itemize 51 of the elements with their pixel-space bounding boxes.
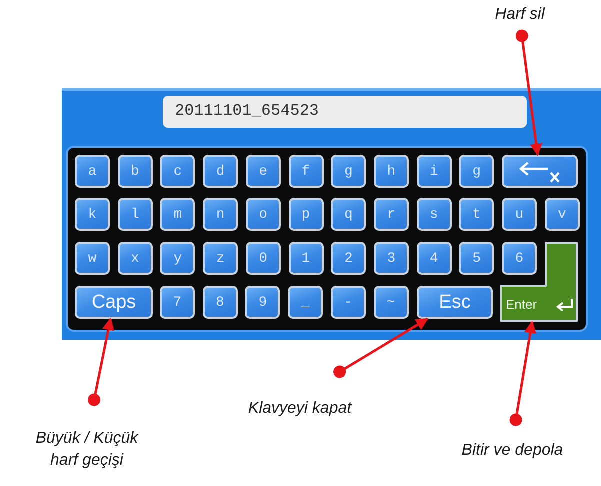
- keyboard-key: f: [288, 155, 324, 188]
- keyboard-key: e: [246, 155, 281, 188]
- keyboard-key: m: [160, 198, 196, 231]
- text-field: 20111101_654523: [163, 96, 527, 128]
- keyboard-key: 2: [331, 242, 366, 275]
- keyboard-key: o: [246, 198, 281, 231]
- callout-arrow: [510, 320, 537, 426]
- keyboard-key: t: [459, 198, 494, 231]
- keyboard-key: c: [160, 155, 196, 188]
- keyboard-key: Esc: [417, 286, 493, 319]
- backspace-key: [502, 155, 578, 188]
- keyboard-key: q: [331, 198, 366, 231]
- keyboard-key: l: [118, 198, 153, 231]
- keyboard-key: g: [459, 155, 494, 188]
- keyboard-key: 8: [202, 286, 238, 319]
- keyboard-key: v: [544, 198, 580, 231]
- callout-arrow: [334, 318, 429, 378]
- keyboard-key: 4: [416, 242, 452, 275]
- keyboard-key: ~: [374, 286, 408, 319]
- keyboard-key: 5: [459, 242, 494, 275]
- keyboard-key: s: [416, 198, 452, 231]
- keyboard-key: h: [374, 155, 409, 188]
- keyboard-key: p: [288, 198, 324, 231]
- keyboard-key: x: [118, 242, 153, 275]
- keyboard-key: b: [118, 155, 153, 188]
- keyboard-key: Caps: [75, 286, 153, 319]
- keyboard-key: i: [416, 155, 452, 188]
- keyboard-key: g: [331, 155, 366, 188]
- callout-arrow: [516, 30, 543, 156]
- callout-arrow: [88, 318, 115, 406]
- keyboard-key: d: [203, 155, 238, 188]
- keyboard-key: y: [160, 242, 196, 275]
- keyboard-key: 1: [288, 242, 324, 275]
- keyboard-key: 7: [160, 286, 195, 319]
- keyboard-key: k: [75, 198, 110, 231]
- callout-label: Büyük / Küçük harf geçişi: [27, 400, 147, 472]
- keyboard-key: z: [203, 242, 238, 275]
- callout-label: Bitir ve depola: [430, 420, 595, 462]
- keyboard-key: r: [374, 198, 409, 231]
- keyboard-key: 6: [502, 242, 537, 275]
- callout-label: Harf sil: [470, 4, 570, 36]
- keyboard-key: 0: [246, 242, 281, 275]
- keyboard-key: _: [288, 286, 324, 319]
- keyboard-key: -: [330, 286, 366, 319]
- callout-label: Klavyeyi kapat: [220, 372, 380, 420]
- keyboard-key: w: [75, 242, 110, 275]
- keyboard-key: a: [75, 155, 110, 188]
- keyboard-key: 9: [245, 286, 280, 319]
- keyboard-key: 3: [374, 242, 409, 275]
- keyboard-key: n: [203, 198, 238, 231]
- keyboard-key: u: [502, 198, 537, 231]
